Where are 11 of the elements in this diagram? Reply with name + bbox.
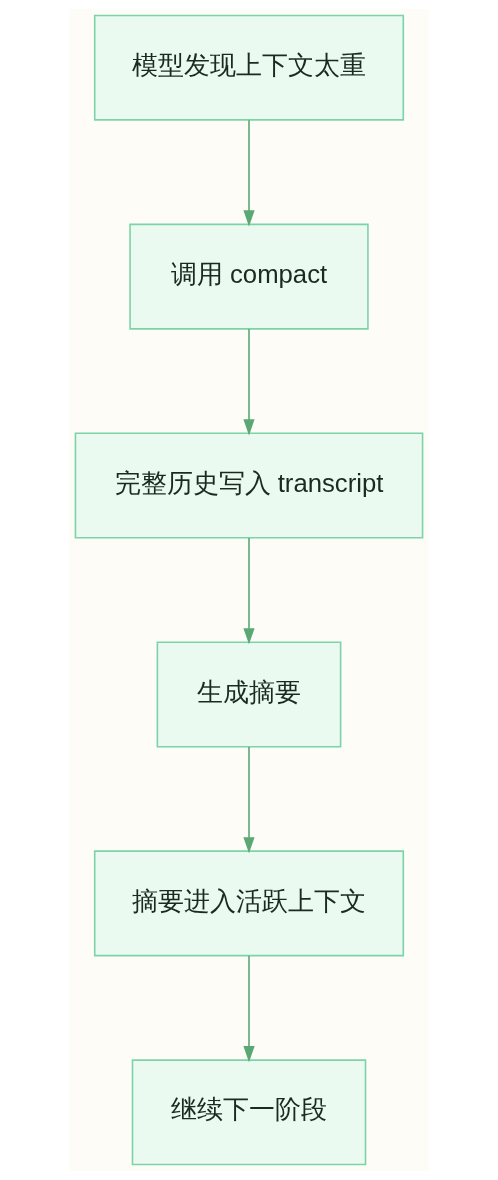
node-box: 调用 compact [129,223,369,330]
node-box: 模型发现上下文太重 [93,14,405,121]
node-box: 摘要进入活跃上下文 [93,850,405,957]
node-box: 继续下一阶段 [131,1059,367,1166]
arrow [243,328,255,436]
node-box: 生成摘要 [156,641,342,748]
arrow [243,119,255,227]
arrow [243,746,255,854]
arrow [243,955,255,1063]
arrow [243,537,255,645]
node-box: 完整历史写入 transcript [74,432,424,539]
